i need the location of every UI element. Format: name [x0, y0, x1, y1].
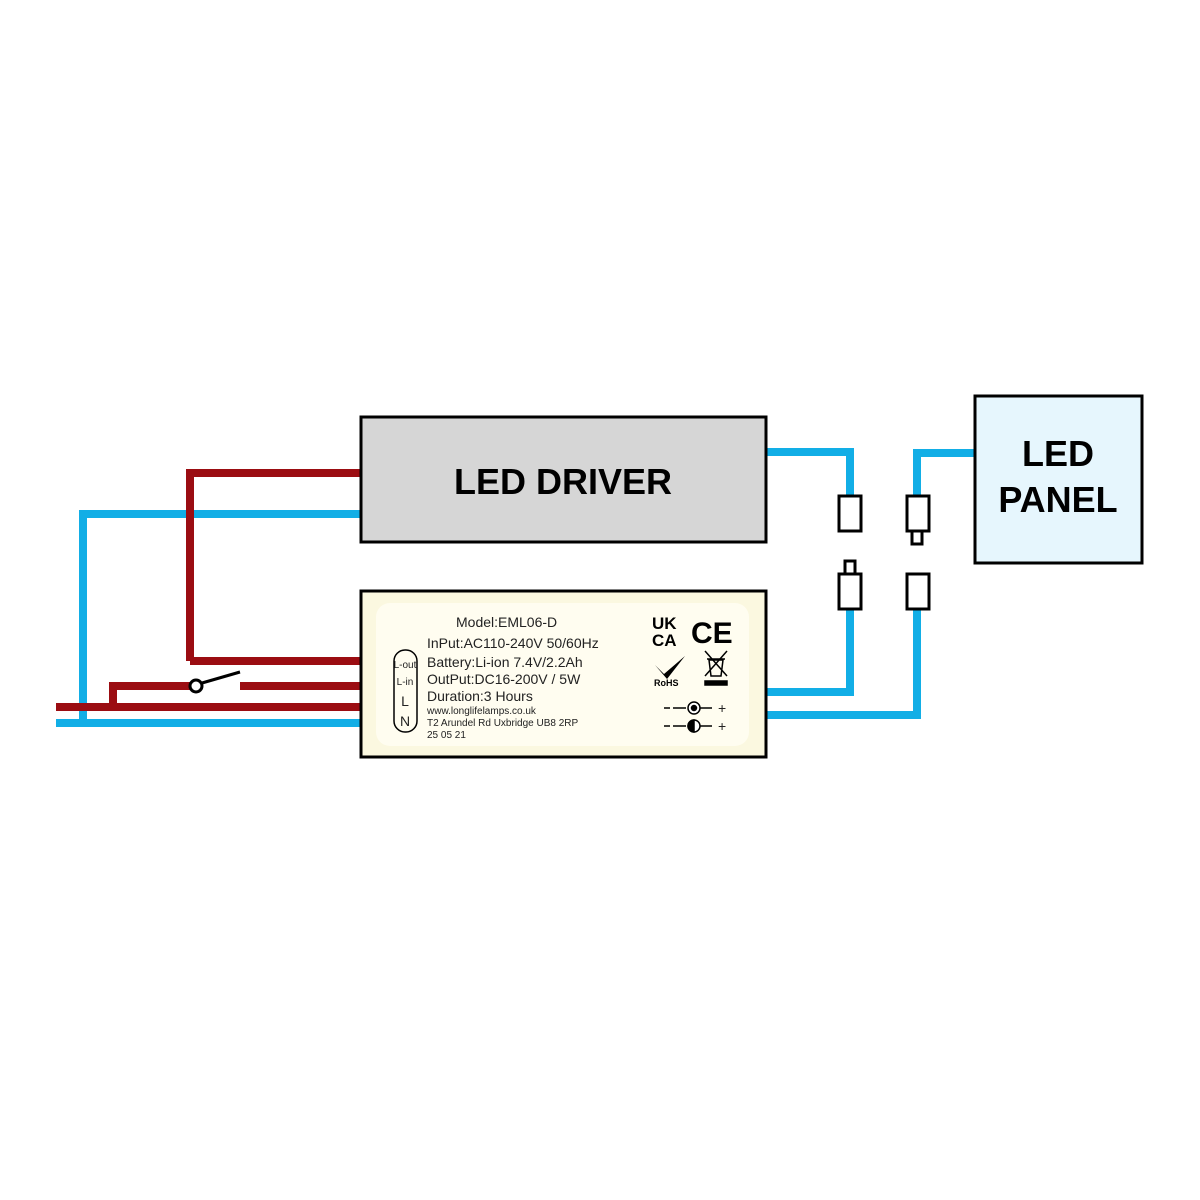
module-label: [376, 603, 749, 746]
terminal-lout: L-out: [394, 660, 417, 671]
connector-left-lower-pin: [843, 559, 857, 576]
dc-wire-driver-to-connector-left: [767, 448, 854, 498]
neutral-wire-to-driver: [79, 510, 362, 723]
led-panel-title-line2: PANEL: [998, 479, 1117, 520]
connector-icon: [837, 494, 931, 611]
weee-bin-icon: [704, 650, 728, 686]
module-address: T2 Arundel Rd Uxbridge UB8 2RP: [427, 718, 579, 729]
polarity-plus-2: +: [718, 718, 726, 734]
module-date-code: 25 05 21: [427, 730, 466, 741]
terminal-lin: L-in: [397, 677, 414, 688]
connector-left-upper: [837, 494, 863, 533]
switched-live-wire: [109, 682, 190, 707]
module-duration: Duration:3 Hours: [427, 688, 533, 704]
module-website: www.longlifelamps.co.uk: [426, 706, 537, 717]
connector-right-upper: [905, 494, 931, 533]
polarity-symbol-icon: [664, 701, 712, 733]
led-driver-title: LED DRIVER: [454, 461, 672, 502]
switch-icon: [188, 670, 241, 694]
led-panel-title-line1: LED: [1022, 433, 1094, 474]
dc-wire-panel-to-connector-right: [913, 449, 976, 496]
neutral-wires: [56, 448, 976, 727]
dc-wire-connector-right-to-module: [767, 609, 921, 719]
svg-text:UK: UK: [652, 614, 677, 633]
connector-right-upper-pin: [910, 529, 924, 546]
module-input: InPut:AC110-240V 50/60Hz: [427, 635, 599, 651]
connector-left-lower: [837, 572, 863, 611]
connector-right-lower: [905, 572, 931, 611]
terminal-block: [393, 649, 418, 733]
ce-mark-icon: CE: [691, 617, 733, 650]
rohs-check-icon: RoHS: [654, 656, 685, 688]
module-output: OutPut:DC16-200V / 5W: [427, 671, 581, 687]
dc-wire-connector-left-to-module: [767, 607, 854, 696]
led-panel: LED PANEL: [973, 394, 1144, 565]
ukca-mark-icon: UK CA: [652, 614, 677, 650]
emergency-module: L-out L-in L N Model:EML06-D InPut:AC110…: [359, 589, 768, 759]
svg-text:CA: CA: [652, 631, 677, 650]
module-battery: Battery:Li-ion 7.4V/2.2Ah: [427, 654, 583, 670]
polarity-plus-1: +: [718, 700, 726, 716]
live-wire-to-driver: [186, 469, 362, 661]
terminal-n: N: [400, 713, 410, 729]
svg-text:RoHS: RoHS: [654, 678, 679, 688]
live-wires: [56, 469, 362, 711]
terminal-l: L: [401, 693, 409, 709]
module-model: Model:EML06-D: [456, 614, 557, 630]
led-driver: LED DRIVER: [359, 415, 768, 544]
